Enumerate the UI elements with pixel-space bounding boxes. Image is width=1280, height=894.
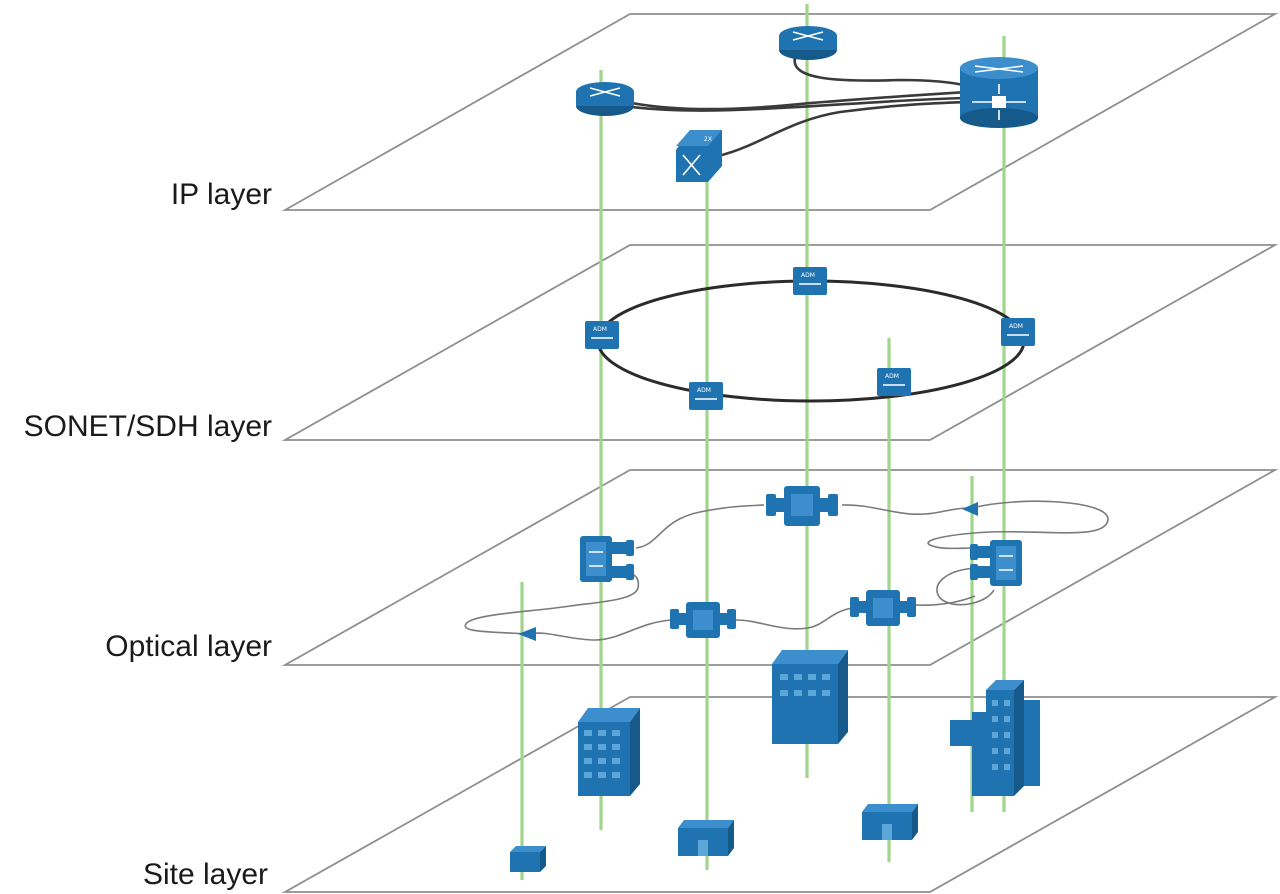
adm-label: ADM [697, 387, 711, 394]
adm-icon: ADM [793, 267, 827, 295]
fiber-link [914, 595, 976, 606]
optical-terminal-icon [970, 540, 1022, 586]
ip-layer-plane [281, 13, 1279, 211]
office-building-icon [578, 708, 640, 796]
optical-terminal-icon [580, 536, 634, 582]
ip-link [793, 57, 969, 88]
multilayer-switch-icon: 2X [676, 130, 722, 182]
adm-label: ADM [1009, 323, 1023, 330]
adm-icon: ADM [1001, 318, 1035, 346]
ip-link [631, 96, 969, 112]
small-building-icon [510, 846, 546, 872]
oadm-icon [850, 590, 916, 626]
sonet-layer-label: SONET/SDH layer [24, 410, 272, 443]
oadm-icon [670, 602, 736, 638]
fiber-link [841, 504, 973, 516]
adm-label: ADM [593, 326, 607, 333]
small-building-icon [678, 820, 734, 856]
optical-amplifier-icon [962, 502, 978, 516]
sonet-layer-plane [281, 244, 1279, 441]
optical-layer-label: Optical layer [105, 630, 272, 663]
small-building-icon [862, 804, 918, 840]
optical-amplifier-icon [518, 627, 536, 641]
office-building-icon [950, 680, 1040, 796]
fiber-link [927, 500, 1109, 550]
fiber-link [735, 607, 853, 630]
adm-label: ADM [885, 373, 899, 380]
adm-icon: ADM [585, 321, 619, 349]
site-layer-label: Site layer [143, 858, 268, 891]
ip-layer-label: IP layer [171, 178, 272, 211]
core-router-icon [960, 57, 1038, 128]
oadm-icon [766, 486, 838, 526]
adm-label: ADM [801, 272, 815, 279]
router-icon [779, 26, 837, 60]
ip-link [721, 100, 969, 157]
fiber-link [464, 573, 640, 635]
adm-icon: ADM [689, 382, 723, 410]
adm-icon: ADM [877, 368, 911, 396]
fiber-link [936, 567, 995, 606]
optical-layer-plane [281, 469, 1279, 666]
site-layer-plane [281, 696, 1279, 893]
router-icon [576, 82, 634, 116]
ip-links [631, 57, 969, 157]
fiber-link [635, 504, 765, 549]
switch-tag: 2X [704, 136, 712, 143]
office-building-icon [772, 650, 848, 744]
ip-link [631, 90, 969, 111]
optical-fibers [464, 500, 1109, 641]
sonet-ring [596, 279, 1026, 403]
fiber-link [529, 619, 673, 641]
